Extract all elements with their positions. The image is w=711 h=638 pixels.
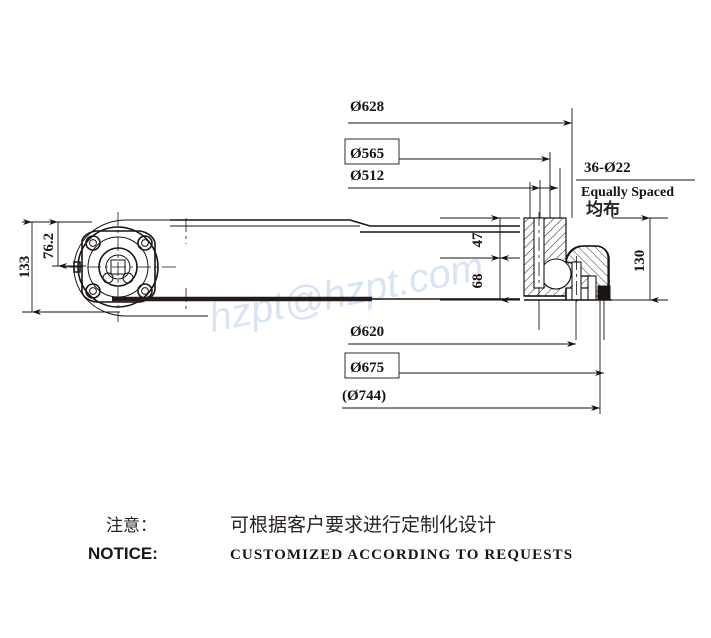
dimension-d675: Ø675 (344, 352, 604, 379)
dimension-d675-box (344, 352, 400, 379)
callout-36-hole: 36-Ø22 Equally Spaced 均布 (576, 160, 695, 220)
notice-text-cn: 可根据客户要求进行定制化设计 (230, 514, 496, 536)
right-dimensions: 130 (612, 215, 668, 303)
dimension-d744-label: (Ø744) (342, 388, 386, 404)
notice-label-cn: 注意： (106, 516, 157, 536)
hub-bolt-holes (85, 235, 153, 299)
dimension-d512: Ø512 (348, 168, 540, 191)
dimension-d565-label: Ø565 (350, 146, 384, 162)
solid-key-block (597, 285, 611, 300)
dimension-d628-label: Ø628 (350, 99, 384, 115)
notice-label-en: NOTICE: (88, 544, 158, 563)
dimension-d744: (Ø744) (342, 388, 600, 411)
dimension-v68-label: 68 (470, 274, 486, 289)
dimension-h130-label: 130 (632, 250, 648, 273)
dimension-d512-label: Ø512 (350, 168, 384, 184)
dimension-d620-label: Ø620 (350, 324, 384, 340)
dimension-h133-label: 133 (17, 256, 33, 279)
top-dimensions: Ø628 Ø565 Ø512 (344, 99, 573, 218)
dimension-v68: 68 (470, 255, 509, 303)
dimension-d675-label: Ø675 (350, 360, 384, 376)
notice-block: 注意： NOTICE: 可根据客户要求进行定制化设计 CUSTOMIZED AC… (88, 514, 573, 563)
dimension-d565-box (344, 138, 400, 165)
dimension-h76-2: 76.2 (41, 219, 67, 269)
dimension-h133: 133 (17, 219, 41, 315)
dimension-v47-label: 47 (470, 232, 486, 248)
bottom-dimensions: Ø620 Ø675 (Ø744) (342, 300, 604, 414)
dimension-h76-2-label: 76.2 (41, 233, 57, 259)
dimension-h130: 130 (632, 215, 659, 303)
callout-line-2: Equally Spaced (581, 185, 674, 200)
callout-line-3: 均布 (586, 199, 620, 220)
dimension-d620: Ø620 (348, 324, 576, 347)
center-dimensions: 47 68 (440, 215, 520, 303)
bearing-section (523, 212, 612, 340)
seal-outer-profile (565, 245, 610, 300)
dimension-d628: Ø628 (348, 99, 572, 126)
dimension-v47: 47 (470, 215, 509, 261)
notice-text-en: CUSTOMIZED ACCORDING TO REQUESTS (230, 547, 573, 563)
callout-line-1: 36-Ø22 (584, 160, 631, 176)
dimension-d565: Ø565 (344, 138, 550, 165)
